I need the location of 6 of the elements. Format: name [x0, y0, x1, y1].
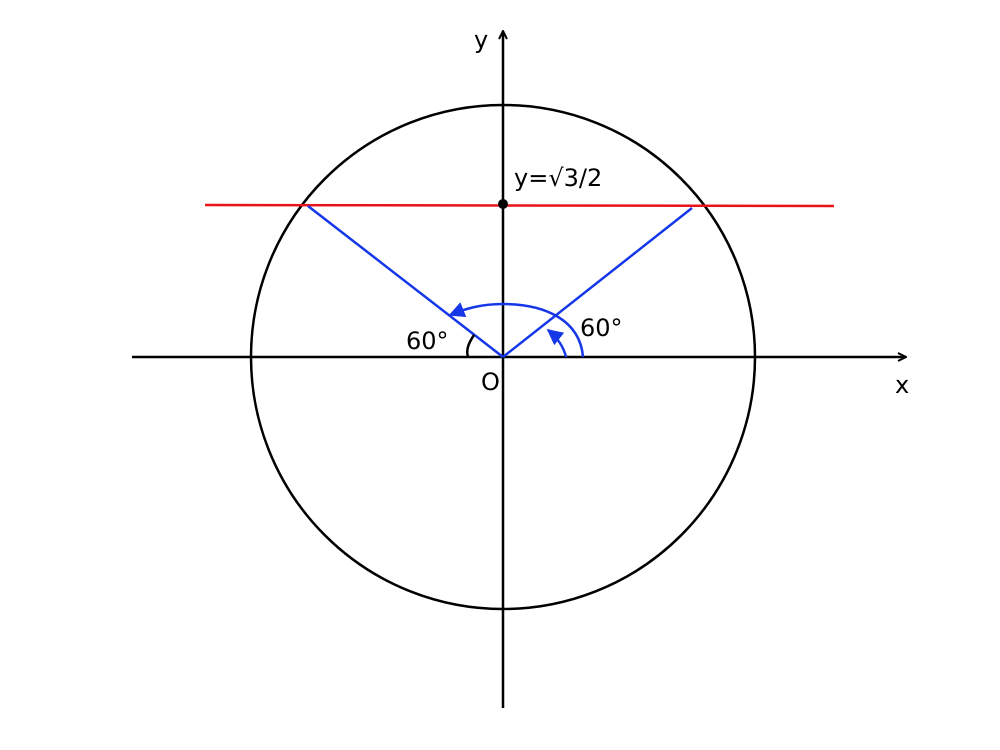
origin-label: O — [481, 370, 500, 394]
axis-label: y — [474, 28, 488, 52]
axis-label: x — [895, 373, 910, 397]
angle-label: 60° — [580, 316, 623, 340]
angle-label: 60° — [406, 329, 449, 353]
equation-label: y=√3/2 — [514, 166, 602, 190]
